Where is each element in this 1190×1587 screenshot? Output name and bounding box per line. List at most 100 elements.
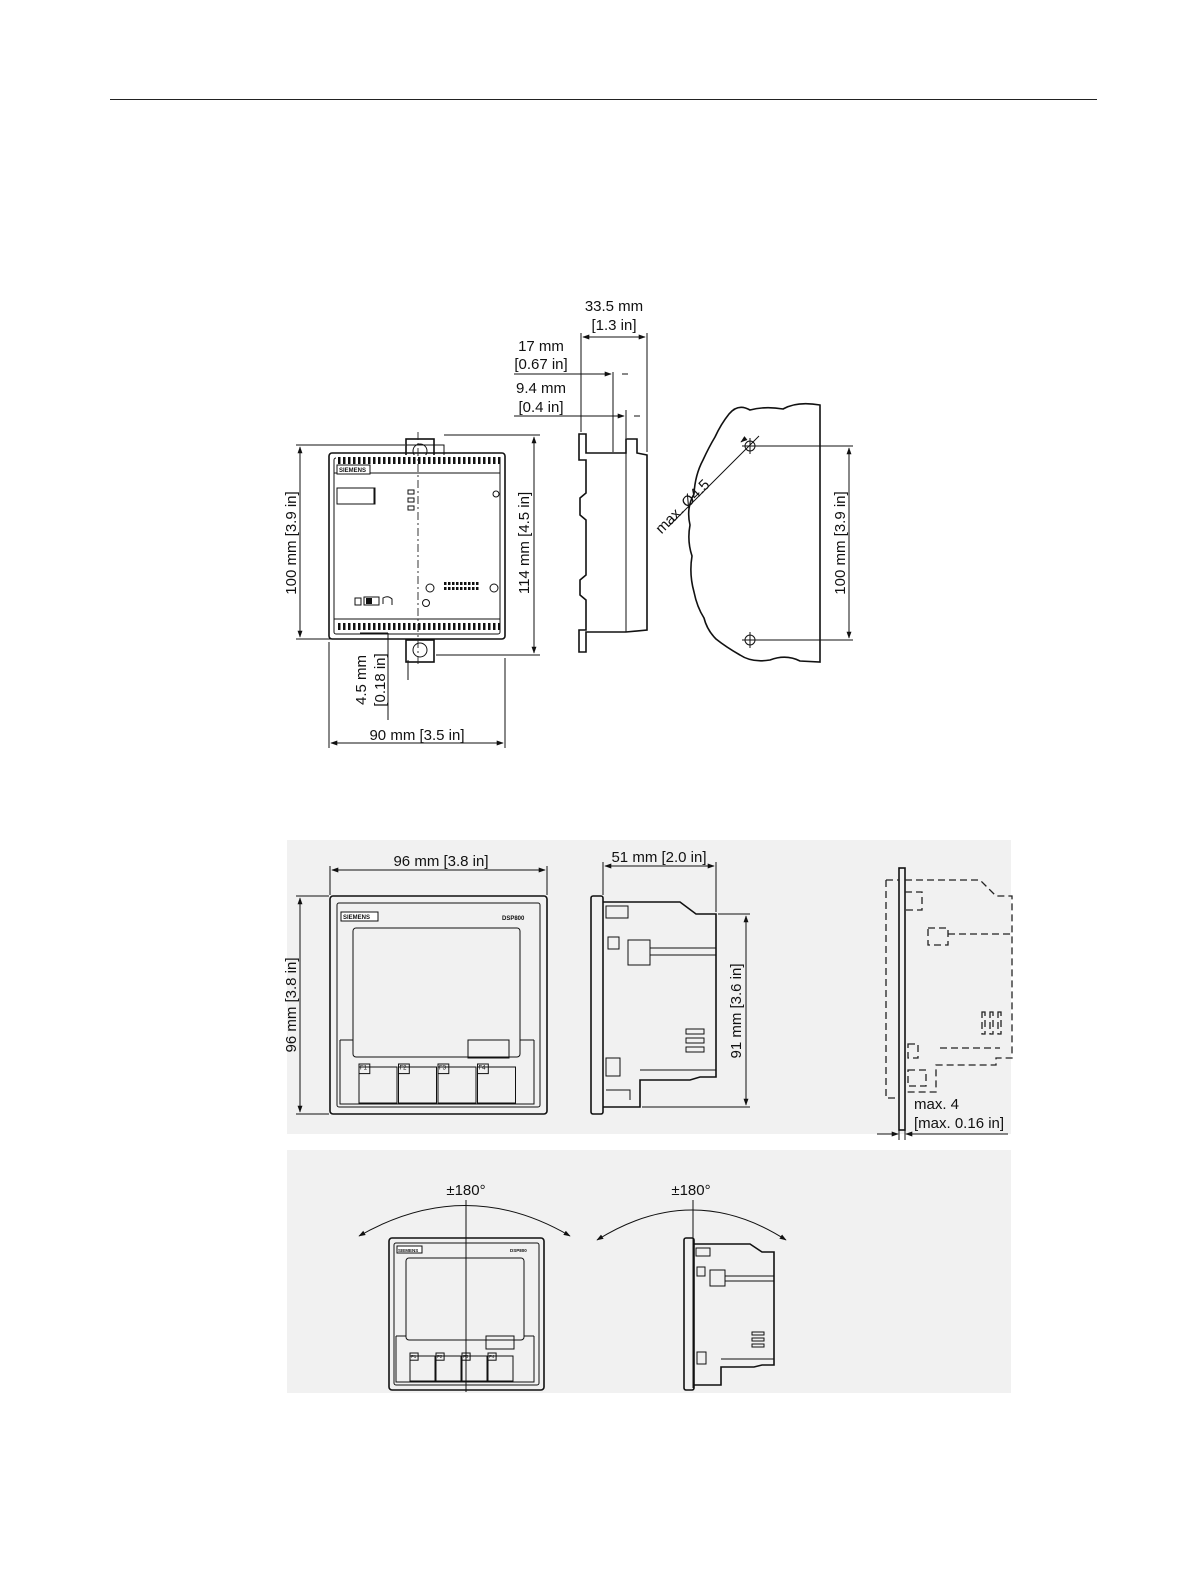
vent-slot [383, 623, 386, 630]
vent-slot [423, 457, 426, 464]
vent-slot [388, 623, 391, 630]
hole-top-icon [742, 438, 758, 454]
rotation-brand-label: SIEMENS [398, 1248, 418, 1253]
vent-slot [348, 623, 351, 630]
function-key-label: F1 [411, 1354, 417, 1359]
display-brand-label: SIEMENS [343, 915, 370, 921]
connector-pin [444, 587, 447, 590]
vent-slot [403, 623, 406, 630]
indicator-dot [493, 491, 499, 497]
function-key-label: F2 [437, 1354, 443, 1359]
vent-slot [458, 623, 461, 630]
vent-slot [368, 457, 371, 464]
connector-pin [452, 582, 455, 585]
vent-slot [393, 623, 396, 630]
vent-slot [488, 457, 491, 464]
vent-slot [433, 457, 436, 464]
vent-slot [378, 457, 381, 464]
vent-slot [488, 623, 491, 630]
front-view-dimensions: 100 mm [3.9 in] 114 mm [4.5 in] 4.5 mm [… [283, 435, 540, 748]
vent-slot [368, 623, 371, 630]
label-window [337, 488, 375, 504]
vent-slot [463, 457, 466, 464]
connector-pin [448, 582, 451, 585]
side-view-dimensions: 33.5 mm [1.3 in] 17 mm [0.67 in] 9.4 mm … [514, 298, 647, 452]
function-key-label: F2 [400, 1065, 408, 1071]
function-key-label: F3 [463, 1354, 469, 1359]
function-key-label: F1 [360, 1065, 368, 1071]
vent-slot [473, 457, 476, 464]
connector-pin [464, 587, 467, 590]
vent-slot [473, 623, 476, 630]
vent-slot [393, 457, 396, 464]
vent-slot [463, 623, 466, 630]
connector-pin [456, 587, 459, 590]
vent-slot [398, 623, 401, 630]
vent-slot [413, 623, 416, 630]
connector-pin [452, 587, 455, 590]
vent-slot [493, 457, 496, 464]
dim-height-total: 114 mm [4.5 in] [516, 492, 533, 594]
vent-slot [428, 623, 431, 630]
dim-panel-inner-height: 91 mm [3.6 in] [728, 963, 745, 1058]
vent-slot [408, 623, 411, 630]
vent-slot [443, 623, 446, 630]
connector-pins [444, 582, 479, 590]
module-side-view [579, 434, 647, 652]
brand-label: SIEMENS [339, 468, 366, 474]
vent-slot [338, 623, 341, 630]
vent-slot [448, 457, 451, 464]
vent-slot [433, 623, 436, 630]
vent-slot [358, 457, 361, 464]
vent-slot [428, 457, 431, 464]
dim-hole: max. Ø4.5 [652, 476, 713, 537]
connector-pin [448, 587, 451, 590]
rotation-front-label: ±180° [446, 1182, 485, 1199]
connector-pin [476, 587, 479, 590]
connector-pin [460, 587, 463, 590]
dim-wall-max: max. 4 [914, 1096, 959, 1113]
led-3 [408, 506, 414, 510]
lock-icon [355, 598, 361, 605]
unlock-icon [383, 597, 392, 605]
function-key-label: F4 [479, 1065, 487, 1071]
connector-pin [464, 582, 467, 585]
vent-slot [468, 457, 471, 464]
module-front-view: SIEMENS [329, 432, 505, 665]
vent-slot [478, 623, 481, 630]
vent-slot [363, 457, 366, 464]
vent-slot [423, 623, 426, 630]
bottom-vents [338, 623, 501, 630]
dim-depth-total: 33.5 mm [585, 298, 643, 315]
vent-slot [373, 457, 376, 464]
vent-slot [413, 457, 416, 464]
dim-wall-max-in: [max. 0.16 in] [914, 1115, 1004, 1132]
dim-offset-in: [0.18 in] [372, 653, 389, 706]
hole-bottom-icon [742, 632, 758, 648]
vent-slot [468, 623, 471, 630]
vent-slot [373, 623, 376, 630]
module-body [329, 453, 505, 639]
vent-slot [483, 623, 486, 630]
port-circle-3 [490, 584, 498, 592]
bottom-screw-icon [413, 643, 427, 657]
connector-pin [476, 582, 479, 585]
vent-slot [353, 623, 356, 630]
vent-slot [493, 623, 496, 630]
vent-slot [398, 457, 401, 464]
dim-panel-width: 96 mm [3.8 in] [393, 853, 488, 870]
dim-depth-mid: 17 mm [518, 338, 564, 355]
dim-offset: 4.5 mm [353, 655, 370, 705]
vent-slot [438, 623, 441, 630]
vent-slot [378, 623, 381, 630]
vent-slot [458, 457, 461, 464]
dim-hole-spacing: 100 mm [3.9 in] [832, 491, 849, 594]
dim-depth-small-in: [0.4 in] [518, 399, 563, 416]
display-figure-bg [287, 840, 1011, 1134]
vent-slot [383, 457, 386, 464]
dim-width: 90 mm [3.5 in] [369, 727, 464, 744]
display-model-label: DSP800 [502, 916, 525, 922]
port-circle-1 [426, 584, 434, 592]
dim-depth-small: 9.4 mm [516, 380, 566, 397]
